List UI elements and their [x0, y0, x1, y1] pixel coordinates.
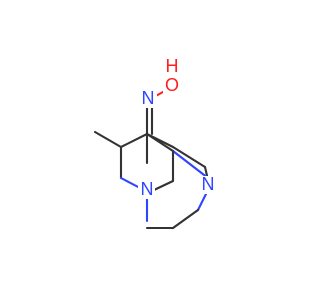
h-label-mask — [165, 57, 179, 75]
bond-top-right-bridge — [171, 145, 207, 169]
bond-quaternary-carbon-to-c9 — [119, 132, 149, 149]
bond-c9-back-left — [145, 132, 175, 153]
bond-bridge-lower-inner — [152, 179, 175, 192]
right-nitrogen-label: N — [202, 174, 215, 194]
hydrogen-label: H — [166, 56, 179, 76]
right-n-label-mask — [199, 176, 216, 194]
oxime-nitrogen-label: N — [142, 88, 155, 108]
bond-methyl — [93, 130, 123, 149]
bond-lower-right-arm — [171, 208, 200, 230]
left-n-label-mask — [138, 181, 155, 199]
molecular-structure-diagram: N O H N N — [93, 56, 216, 230]
bond-center-n — [171, 149, 210, 180]
oxygen-label: O — [165, 75, 179, 95]
left-nitrogen-label: N — [141, 179, 154, 199]
oxime-n-label-mask — [140, 90, 157, 108]
o-label-mask — [163, 75, 181, 95]
